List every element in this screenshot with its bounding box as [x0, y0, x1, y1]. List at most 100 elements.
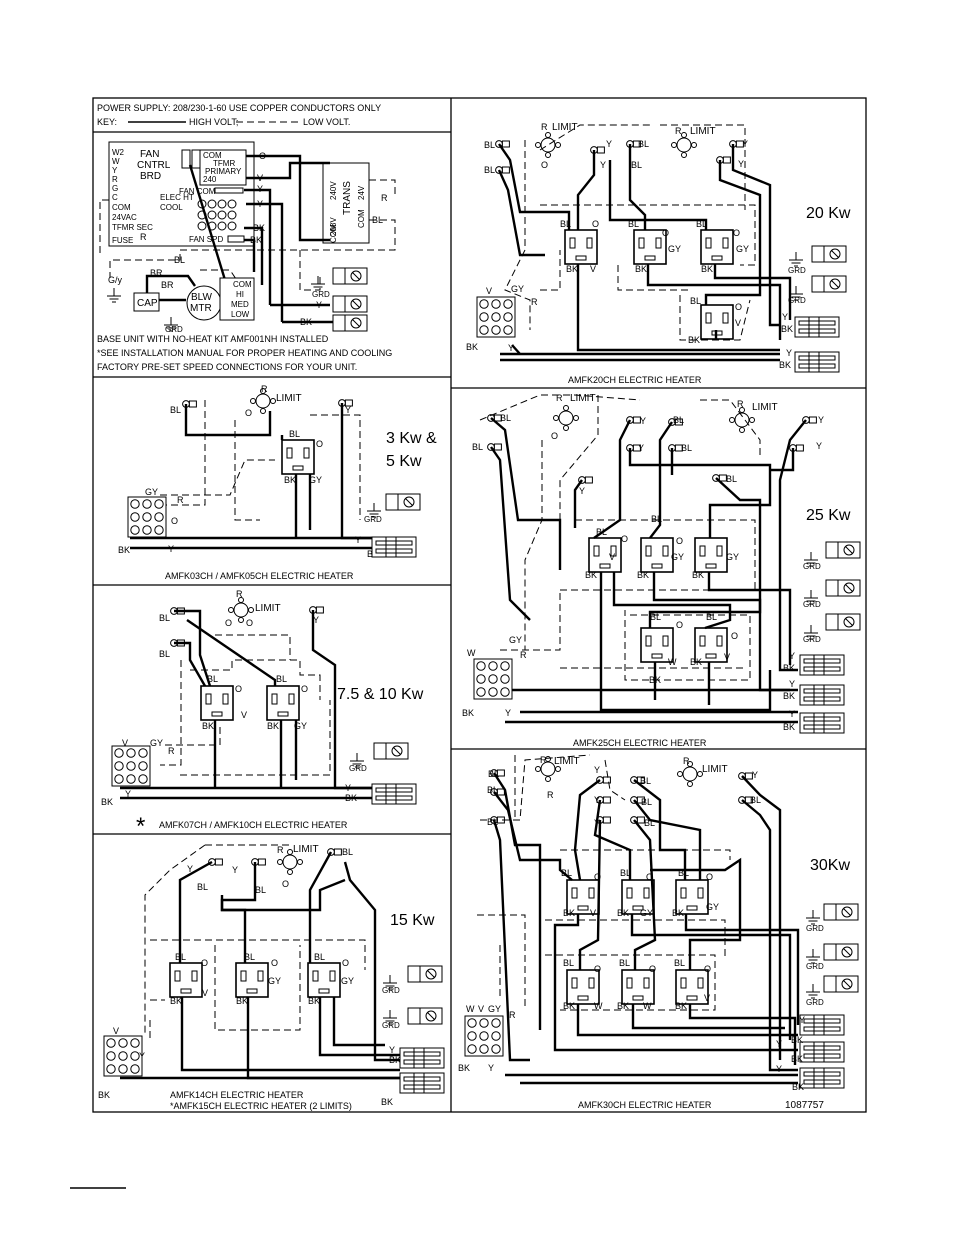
relay2-bk: BK: [635, 264, 647, 274]
wire-y-3: Y: [316, 300, 322, 310]
board-com: COM: [112, 203, 131, 212]
relay3-o: O: [733, 228, 740, 238]
relay2-bl: BL: [276, 674, 287, 684]
power-supply-header: POWER SUPPLY: 208/230-1-60 USE COPPER CO…: [97, 103, 381, 113]
grd-label-3: GRD: [803, 635, 821, 644]
brk1-y: Y: [789, 651, 795, 661]
panel-3kw-title-2: 5 Kw: [386, 453, 422, 470]
relay1-bl: BL: [560, 219, 571, 229]
relay1-bk: BK: [585, 570, 597, 580]
grd-label-1: GRD: [788, 266, 806, 275]
grd-label: GRD: [364, 515, 382, 524]
grd-label: GRD: [349, 764, 367, 773]
relay1-v: V: [609, 552, 615, 562]
brk2-y: Y: [776, 1039, 782, 1049]
label-bl-3: BL: [673, 415, 684, 425]
relay6-bl: BL: [674, 958, 685, 968]
key-low-volt: LOW VOLT.: [303, 117, 350, 127]
board-tfmr-sec: TFMR SEC: [112, 223, 153, 232]
tb-bk: BK: [462, 708, 474, 718]
relay3-o: O: [706, 872, 713, 882]
panel-20kw-heater: BL BL R LIMIT O Y BL R LIMIT Y Y Y BL BL…: [466, 122, 851, 385]
limit-label: LIMIT: [276, 393, 302, 404]
brk1-y: Y: [799, 1015, 805, 1025]
relay2-bl: BL: [244, 952, 255, 962]
relay3-bk: BK: [308, 996, 320, 1006]
relay: [281, 439, 315, 475]
relay1-o: O: [594, 872, 601, 882]
label-o: O: [282, 879, 289, 889]
relay4-o: O: [735, 302, 742, 312]
label-bl-2: BL: [487, 785, 498, 795]
tb-gy: GY: [145, 487, 158, 497]
tb-bk: BK: [98, 1090, 110, 1100]
board-r: R: [112, 175, 118, 184]
limit-label-2: LIMIT: [690, 126, 716, 137]
relay3-bl: BL: [314, 952, 325, 962]
label-r-o: O: [551, 431, 558, 441]
key-label: KEY:: [97, 117, 117, 127]
label-y: Y: [313, 615, 319, 625]
wire-bk-3: BK: [300, 317, 312, 327]
wire-r: R: [381, 193, 388, 203]
limit-label-2: LIMIT: [702, 764, 728, 775]
wire-gy: G/y: [108, 275, 123, 285]
transformer: [322, 162, 370, 244]
wire-bl-1: BL: [372, 215, 383, 225]
relay3-o: O: [342, 958, 349, 968]
relay2-bk: BK: [236, 996, 248, 1006]
relay-bk: BK: [284, 475, 296, 485]
panel-30kw-heater: R LIMIT R BL BL BL Y Y BL BL Y BL R LIMI…: [458, 754, 859, 1111]
tb-w: W: [467, 648, 476, 658]
limit-label: LIMIT: [255, 603, 281, 614]
brk-bk: BK: [345, 793, 357, 803]
label-bl-1: BL: [484, 140, 495, 150]
relay1-bk: BK: [170, 996, 182, 1006]
tb-bk: BK: [118, 545, 130, 555]
label-r-1: R: [541, 122, 548, 132]
label-bl-4: BL: [640, 776, 651, 786]
panel-30kw-caption: AMFK30CH ELECTRIC HEATER: [578, 1100, 712, 1110]
relay3-bk: BK: [701, 264, 713, 274]
panel-3kw-caption: AMFK03CH / AMFK05CH ELECTRIC HEATER: [165, 571, 354, 581]
tap-com: COM: [233, 280, 252, 289]
label-bl-2: BL: [255, 885, 266, 895]
relay6-bk: BK: [675, 1001, 687, 1011]
panel-20kw-caption: AMFK20CH ELECTRIC HEATER: [568, 375, 702, 385]
relay2-bk: BK: [617, 908, 629, 918]
label-y-2: Y: [818, 415, 824, 425]
key-high-volt: HIGH VOLT;: [189, 117, 238, 127]
relay1-v: V: [241, 710, 247, 720]
panel-7kw-caption: AMFK07CH / AMFK10CH ELECTRIC HEATER: [159, 820, 348, 830]
label-y-5: Y: [579, 486, 585, 496]
relay5-bl: BL: [619, 958, 630, 968]
tb-bk: BK: [458, 1063, 470, 1073]
brk-y: Y: [355, 535, 361, 545]
tb-y: Y: [125, 789, 131, 799]
grd-label-2: GRD: [803, 600, 821, 609]
motor-label-2: MTR: [190, 303, 212, 314]
breaker: [371, 536, 417, 558]
relay4-w: W: [594, 1001, 603, 1011]
wire-br-1: BR: [150, 268, 163, 278]
label-y-3: Y: [738, 159, 744, 169]
relay5-o: O: [731, 631, 738, 641]
panel-7kw-heater: BL BL R LIMIT O O Y BL O BK V BL O BK GY: [101, 589, 424, 840]
label-y-4: Y: [752, 770, 758, 780]
panel-3kw-title-1: 3 Kw &: [386, 430, 437, 447]
tb-v: V: [486, 286, 492, 296]
label-r-3: R: [683, 756, 690, 766]
grd-label-1: GRD: [312, 290, 330, 299]
label-bl-6: BL: [644, 818, 655, 828]
relay5-bk: BK: [617, 1001, 629, 1011]
relay1-bl: BL: [561, 868, 572, 878]
brk2-y: Y: [786, 348, 792, 358]
brk2-bk: BK: [779, 360, 791, 370]
grd-label-1: GRD: [803, 562, 821, 571]
relay1-bk: BK: [202, 721, 214, 731]
relay5-bk: BK: [690, 657, 702, 667]
label-y: Y: [345, 405, 351, 415]
tb-y: Y: [505, 708, 511, 718]
tb-r: R: [168, 746, 175, 756]
relay1-o: O: [592, 219, 599, 229]
